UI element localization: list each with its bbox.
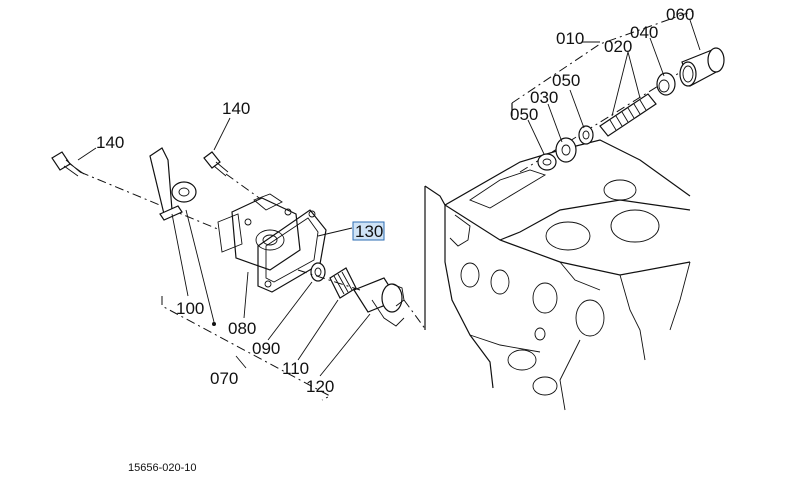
valve-assembly <box>511 9 725 173</box>
label-060: 060 <box>666 5 694 24</box>
washer-050-right <box>578 125 594 145</box>
spring-plunger-020 <box>599 93 657 137</box>
label-090: 090 <box>252 339 280 358</box>
label-050-left: 050 <box>510 105 538 124</box>
spring-110 <box>329 267 357 299</box>
highlight-box-130 <box>352 221 385 241</box>
ring-090 <box>310 262 326 282</box>
cover-housing-080 <box>217 193 301 271</box>
sleeve-060 <box>679 47 725 87</box>
label-050-right: 050 <box>552 71 580 90</box>
lever-100 <box>149 147 197 221</box>
label-140-top: 140 <box>222 99 250 118</box>
label-030: 030 <box>530 88 558 107</box>
label-040: 040 <box>630 23 658 42</box>
document-code: 15656-020-10 <box>128 462 197 474</box>
nut-030 <box>555 137 577 163</box>
label-120: 120 <box>306 377 334 396</box>
bolt-140-left <box>51 151 85 177</box>
label-020: 020 <box>604 37 632 56</box>
bolt-140-top <box>203 151 229 177</box>
label-130[interactable]: 130 <box>355 222 383 241</box>
part-labels: 010 020 030 040 050 050 060 070 080 090 … <box>96 5 694 474</box>
engine-block <box>424 139 691 411</box>
cover-assembly <box>51 117 427 401</box>
label-100: 100 <box>176 299 204 318</box>
washer-050-left <box>537 153 557 171</box>
nut-040 <box>656 72 676 96</box>
label-070: 070 <box>210 369 238 388</box>
label-010: 010 <box>556 29 584 48</box>
shaft-120 <box>353 277 405 327</box>
label-110: 110 <box>282 359 309 378</box>
label-080: 080 <box>228 319 256 338</box>
label-140-left: 140 <box>96 133 124 152</box>
